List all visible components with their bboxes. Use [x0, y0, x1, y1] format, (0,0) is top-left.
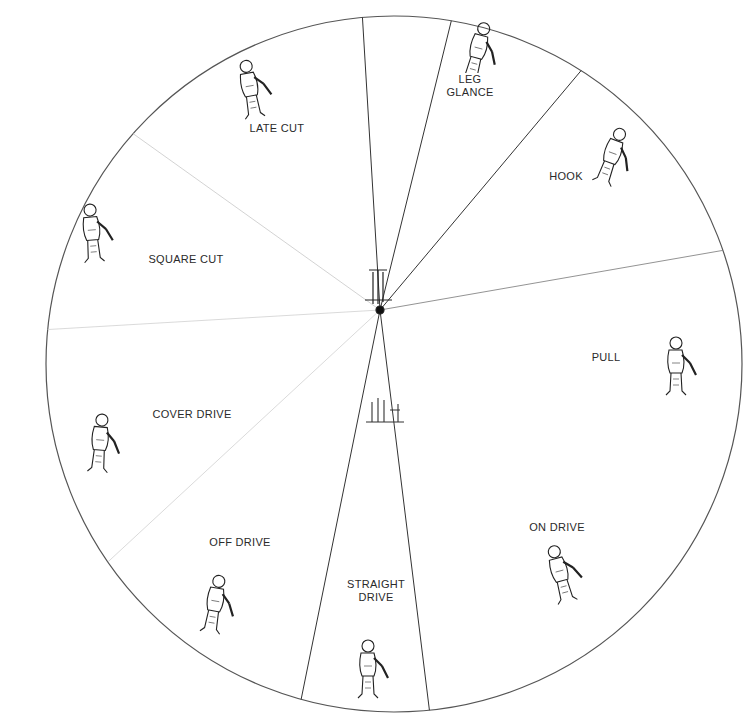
sector-line: [380, 250, 723, 310]
batsman-figure: [80, 202, 115, 262]
sector-line: [301, 310, 380, 699]
shot-label: OFF DRIVE: [207, 536, 272, 549]
wicket-symbol: [365, 270, 392, 314]
shot-label: LEG GLANCE: [444, 73, 495, 99]
sector-line: [362, 17, 380, 310]
sector-line: [380, 71, 581, 310]
shot-label: LATE CUT: [248, 122, 307, 135]
stumps-symbol: [366, 398, 404, 422]
shot-label: SQUARE CUT: [146, 253, 225, 266]
batsman-figure: [235, 57, 275, 119]
shot-label: PULL: [590, 351, 623, 364]
shot-label: HOOK: [547, 170, 585, 183]
sector-line: [380, 21, 451, 310]
batsman-figure: [87, 413, 122, 473]
batsman-figure: [543, 541, 587, 605]
batsman-figure: [200, 574, 240, 636]
batsman-figure: [592, 125, 640, 190]
sector-line: [133, 134, 380, 310]
shot-label: COVER DRIVE: [150, 408, 233, 421]
sector-line: [108, 310, 380, 562]
sector-line: [380, 310, 429, 710]
shot-label: ON DRIVE: [527, 521, 587, 534]
shot-label: STRAIGHT DRIVE: [345, 578, 407, 604]
field-boundary: [46, 16, 742, 712]
batsman-figure: [358, 640, 388, 698]
batsman-figure: [666, 337, 696, 395]
sector-line: [48, 310, 380, 330]
